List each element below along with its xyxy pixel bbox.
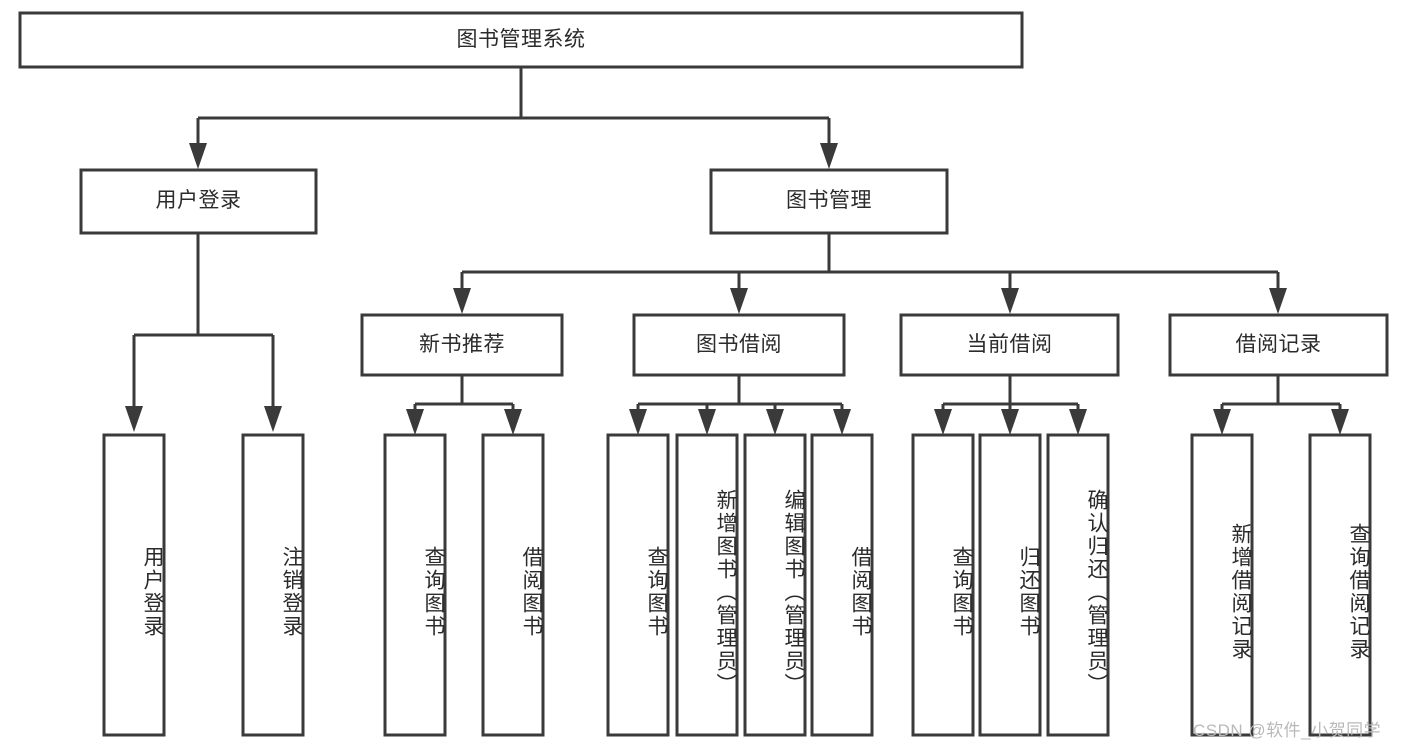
arrow-to-leaf-return-book xyxy=(1001,409,1019,435)
node-box-user-login[interactable] xyxy=(79,168,318,235)
node-box-borrow-record[interactable] xyxy=(1168,313,1389,377)
csdn-watermark: CSDN @软件_小贺同学 xyxy=(1193,721,1382,740)
node-box-leaf-borrow-book-2[interactable] xyxy=(810,433,874,737)
arrow-to-new-book-recommend xyxy=(453,288,471,314)
node-box-current-borrow[interactable] xyxy=(899,313,1120,377)
node-box-leaf-query-book-2[interactable] xyxy=(606,433,670,737)
arrow-to-leaf-query-book-2 xyxy=(629,409,647,435)
node-box-leaf-query-book-3[interactable] xyxy=(911,433,975,737)
node-box-leaf-borrow-book-1[interactable] xyxy=(481,433,545,737)
connector-userlogin-to-leaves xyxy=(132,233,275,408)
arrow-to-leaf-query-book-3 xyxy=(934,409,952,435)
node-box-leaf-user-login[interactable] xyxy=(102,433,166,737)
arrow-to-current-borrow xyxy=(1001,288,1019,314)
arrow-to-leaf-borrow-book-2 xyxy=(833,409,851,435)
connector-currentborrow-to-leaves xyxy=(941,375,1080,412)
arrow-to-leaf-logout xyxy=(264,406,282,432)
arrow-to-borrow-record xyxy=(1269,288,1287,314)
arrow-to-leaf-query-record xyxy=(1331,409,1349,435)
arrow-to-leaf-add-record xyxy=(1213,409,1231,435)
arrow-to-leaf-user-login xyxy=(125,406,143,432)
node-box-leaf-query-record[interactable] xyxy=(1308,433,1372,737)
connector-borrowrecord-to-leaves xyxy=(1220,375,1342,412)
arrow-to-user-login xyxy=(189,143,207,169)
arrow-to-leaf-edit-book xyxy=(766,409,784,435)
connector-newbook-to-leaves xyxy=(413,375,515,412)
connector-bookmanage-to-level3 xyxy=(460,233,1280,290)
arrow-to-leaf-confirm-return xyxy=(1069,409,1087,435)
node-box-leaf-query-book-1[interactable] xyxy=(383,433,447,737)
node-box-leaf-add-record[interactable] xyxy=(1190,433,1254,737)
arrow-to-leaf-add-book xyxy=(698,409,716,435)
node-box-leaf-return-book[interactable] xyxy=(978,433,1042,737)
arrow-to-leaf-query-book-1 xyxy=(406,409,424,435)
arrow-to-leaf-borrow-book-1 xyxy=(504,409,522,435)
connector-root-to-level2 xyxy=(196,67,831,146)
arrow-to-book-borrow xyxy=(730,288,748,314)
connector-bookborrow-to-leaves xyxy=(636,375,844,412)
node-box-leaf-edit-book[interactable] xyxy=(743,433,807,737)
node-box-book-borrow[interactable] xyxy=(632,313,846,377)
arrow-to-book-manage xyxy=(820,143,838,169)
node-box-book-manage[interactable] xyxy=(709,168,949,235)
node-box-root[interactable] xyxy=(18,11,1024,69)
node-box-leaf-confirm-return[interactable] xyxy=(1046,433,1110,737)
node-box-leaf-logout[interactable] xyxy=(241,433,305,737)
node-box-leaf-add-book[interactable] xyxy=(675,433,739,737)
node-box-new-book-recommend[interactable] xyxy=(360,313,564,377)
